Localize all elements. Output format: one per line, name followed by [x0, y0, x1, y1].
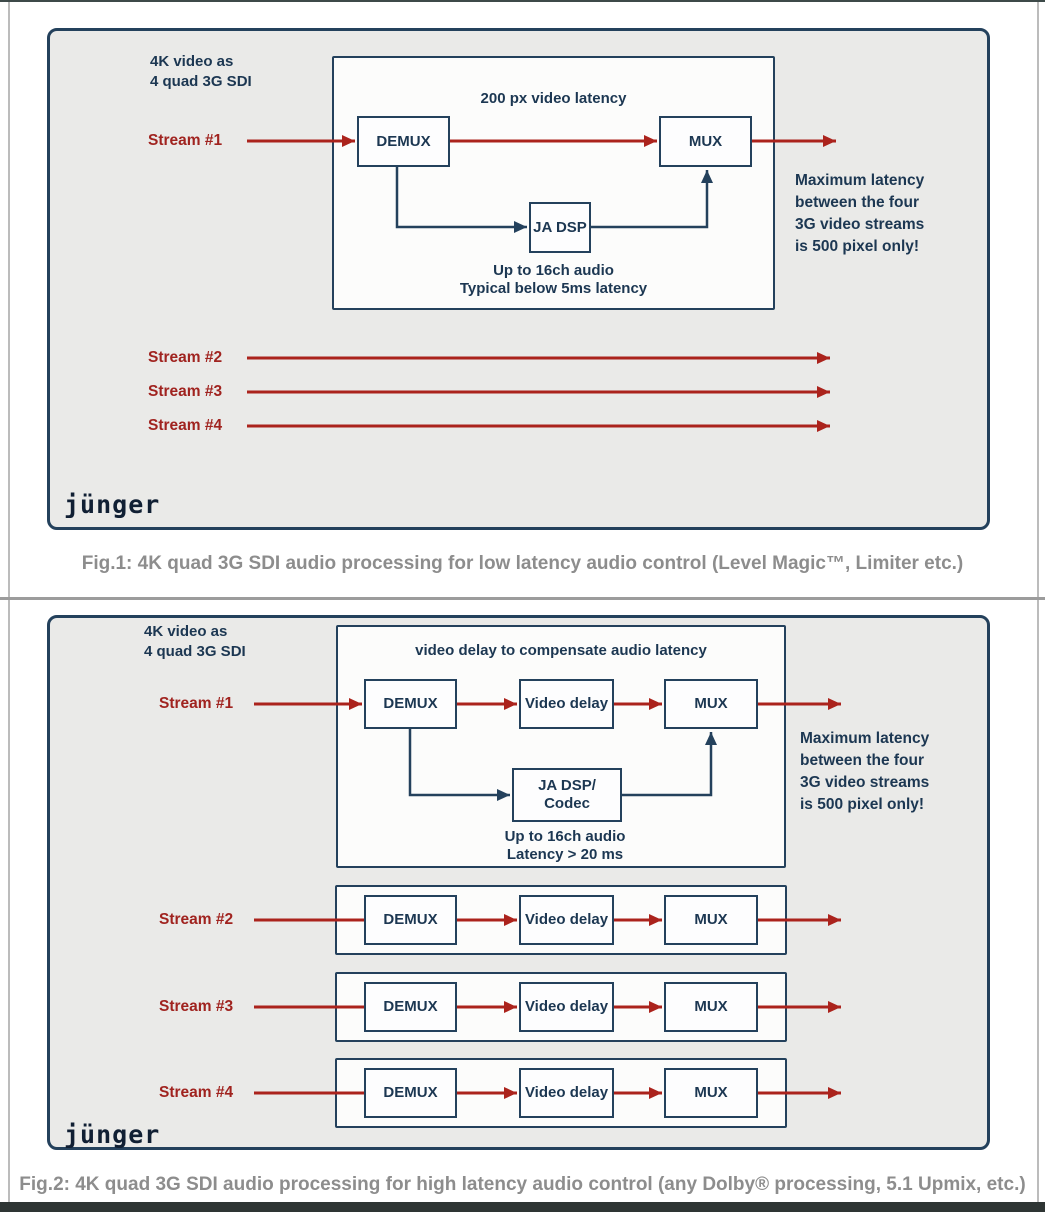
fig1-source-label-line2: 4 quad 3G SDI	[150, 73, 252, 90]
fig2-stream3-demux-box: DEMUX	[364, 982, 457, 1032]
fig1-stream4-label: Stream #4	[148, 417, 223, 434]
fig1-max-latency-note: Maximum latency between the four 3G vide…	[795, 170, 924, 258]
fig2-source-label-line1: 4K video as	[144, 623, 228, 640]
fig2-audio-note-line1: Up to 16ch audio	[504, 828, 626, 845]
fig2-caption: Fig.2: 4K quad 3G SDI audio processing f…	[19, 1174, 1026, 1195]
fig2-stream4-video-delay-box: Video delay	[519, 1068, 614, 1118]
fig2-stream3-video-delay-box: Video delay	[519, 982, 614, 1032]
fig1-max-latency-line3: 3G video streams	[795, 216, 925, 233]
fig2-row1-mux-box: MUX	[664, 679, 758, 729]
fig2-max-latency-line4: is 500 pixel only!	[800, 796, 925, 813]
fig2-source-label-line2: 4 quad 3G SDI	[144, 643, 246, 660]
fig2-ja-dsp-codec-line2: Codec	[544, 795, 590, 812]
fig1-junger-logo: jünger	[64, 490, 161, 519]
fig2-ja-dsp-codec-box: JA DSP/ Codec	[512, 768, 622, 822]
fig1-demux-box: DEMUX	[357, 116, 450, 167]
fig1-source-label-line1: 4K video as	[150, 53, 234, 70]
fig2-source-label: 4K video as 4 quad 3G SDI	[144, 622, 246, 662]
fig1-stream2-label: Stream #2	[148, 349, 223, 366]
page-top-border	[0, 0, 1045, 2]
fig1-processing-title: 200 px video latency	[480, 90, 627, 107]
fig2-stream2-label: Stream #2	[159, 911, 234, 928]
fig1-audio-note-line1: Up to 16ch audio	[493, 262, 614, 279]
fig2-stream2-mux-box: MUX	[664, 895, 758, 945]
fig2-stream2-video-delay-box: Video delay	[519, 895, 614, 945]
fig1-mux-box: MUX	[659, 116, 752, 167]
fig2-stream4-label: Stream #4	[159, 1084, 234, 1101]
fig2-audio-note-line2: Latency > 20 ms	[506, 846, 624, 863]
fig2-audio-note: Up to 16ch audio Latency > 20 ms	[415, 828, 715, 864]
fig2-max-latency-line3: 3G video streams	[800, 774, 930, 791]
fig1-stream1-label: Stream #1	[148, 132, 223, 149]
fig1-stream3-label: Stream #3	[148, 383, 223, 400]
fig2-stream1-label: Stream #1	[159, 695, 234, 712]
fig1-max-latency-line1: Maximum latency	[795, 172, 925, 189]
fig2-stream3-mux-box: MUX	[664, 982, 758, 1032]
fig2-row1-video-delay-box: Video delay	[519, 679, 614, 729]
fig2-max-latency-line1: Maximum latency	[800, 730, 930, 747]
fig2-stream2-demux-box: DEMUX	[364, 895, 457, 945]
page-left-border	[8, 2, 10, 1202]
fig1-audio-note: Up to 16ch audio Typical below 5ms laten…	[332, 262, 775, 298]
page-right-border	[1037, 2, 1039, 1202]
fig1-ja-dsp-box: JA DSP	[529, 202, 591, 253]
fig2-max-latency-note: Maximum latency between the four 3G vide…	[800, 728, 929, 816]
fig1-audio-note-line2: Typical below 5ms latency	[459, 280, 648, 297]
fig2-row1-demux-box: DEMUX	[364, 679, 457, 729]
page-bottom-bar	[0, 1202, 1045, 1212]
fig1-caption: Fig.1: 4K quad 3G SDI audio processing f…	[81, 553, 964, 574]
fig2-stream3-label: Stream #3	[159, 998, 234, 1015]
fig2-junger-logo: jünger	[64, 1120, 161, 1149]
fig1-source-label: 4K video as 4 quad 3G SDI	[150, 52, 252, 92]
fig2-max-latency-line2: between the four	[800, 752, 925, 769]
fig1-max-latency-line2: between the four	[795, 194, 920, 211]
fig1-max-latency-line4: is 500 pixel only!	[795, 238, 920, 255]
fig2-processing-title: video delay to compensate audio latency	[415, 642, 707, 659]
fig2-stream4-mux-box: MUX	[664, 1068, 758, 1118]
fig2-stream4-demux-box: DEMUX	[364, 1068, 457, 1118]
section-divider	[0, 597, 1045, 600]
fig2-ja-dsp-codec-line1: JA DSP/	[538, 777, 596, 794]
